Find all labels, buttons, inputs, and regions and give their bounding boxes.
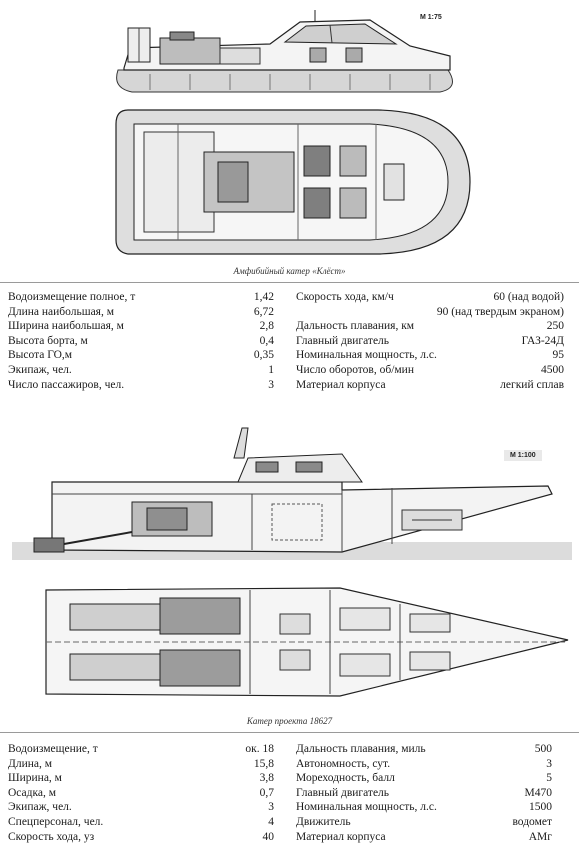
spec-label: Высота ГО,м [8,349,73,362]
spec-row: Длина наибольшая, м 6,72 [8,305,274,320]
spec-row: Экипаж, чел. 1 [8,363,274,378]
spec-label: Высота борта, м [8,334,88,347]
hovercraft-plan-view [115,109,471,255]
spec-label: Дальность плавания, км [296,320,415,333]
spec-value: 95 [552,349,565,362]
spec-value: 250 [546,320,565,333]
spec-label: Скорость хода, км/ч [296,291,394,303]
spec-row: Число оборотов, об/мин 4500 [296,363,564,378]
spec-row: Скорость хода, км/ч 60 (над водой) [296,290,564,305]
caption-vessel-2: Катер проекта 18627 [246,716,333,726]
spec-label: Число пассажиров, чел. [8,378,125,391]
spec-row: Экипаж, чел. 3 [8,800,274,815]
spec-label: Ширина наибольшая, м [8,320,124,333]
spec-row: Материал корпуса легкий сплав [296,378,564,393]
spec-label: Главный двигатель [296,334,390,347]
spec-value: 1500 [529,801,552,814]
spec-value: 500 [534,743,552,755]
spec-row: Мореходность, балл 5 [296,771,552,786]
spec-label: Номинальная мощность, л.с. [296,349,437,362]
spec-label [296,305,437,320]
spec-value: М470 [524,786,552,799]
spec-label: Дальность плавания, миль [296,743,426,755]
spec-row: Скорость хода, уз 40 [8,830,274,845]
spec-row: Высота борта, м 0,4 [8,334,274,349]
spec-label: Номинальная мощность, л.с. [296,801,437,814]
spec-value: 2,8 [259,320,274,333]
spec-row: Высота ГО,м 0,35 [8,348,274,363]
spec-value: АМг [528,830,552,843]
spec-value: 60 (над водой) [493,291,565,303]
spec-row: Главный двигатель М470 [296,786,552,801]
spec-row: Дальность плавания, миль 500 [296,742,552,757]
spec-row: Дальность плавания, км 250 [296,319,564,334]
scale-label-2: М 1:100 [504,450,542,461]
spec-label: Движитель [296,815,351,828]
spec-value: 40 [262,830,275,843]
spec-row: Длина, м 15,8 [8,757,274,772]
spec-row: Осадка, м 0,7 [8,786,274,801]
spec-value: 3,8 [259,772,274,785]
spec-label: Длина, м [8,757,53,770]
spec-label: Экипаж, чел. [8,801,72,814]
spec-value: 6,72 [253,305,274,318]
spec-label: Число оборотов, об/мин [296,363,414,376]
spec-value: 5 [546,772,552,785]
spec-row: Номинальная мощность, л.с. 1500 [296,800,552,815]
spec-value: 15,8 [253,757,274,770]
patrol-boat-side-view [12,427,572,560]
spec-label: Спецперсонал, чел. [8,815,104,828]
caption-vessel-1: Амфибийный катер «Клёст» [233,266,346,276]
spec-value: 3 [268,801,274,814]
spec-value: 0,35 [253,349,274,362]
spec-value: 90 (над твердым экраном) [436,305,565,318]
patrol-boat-plan-view [45,587,569,697]
scale-label-1: М 1:75 [420,14,442,21]
spec-value: ок. 18 [245,743,274,755]
spec-label: Материал корпуса [296,830,386,843]
spec-divider-1 [0,282,579,283]
spec-label: Материал корпуса [296,378,386,391]
spec-value: 1,42 [253,291,274,303]
spec-value: 0,7 [259,786,274,799]
spec-label: Автономность, сут. [296,757,391,770]
spec-label: Мореходность, балл [296,772,395,785]
spec-label: Экипаж, чел. [8,363,72,376]
spec-value: 4 [268,815,274,828]
spec-label: Ширина, м [8,772,62,785]
spec-row: Водоизмещение, т ок. 18 [8,742,274,757]
spec-value: водомет [512,815,552,828]
spec-row: Ширина наибольшая, м 2,8 [8,319,274,334]
spec-row: Номинальная мощность, л.с. 95 [296,348,564,363]
spec-label: Осадка, м [8,786,57,799]
spec-row: 90 (над твердым экраном) [296,305,564,320]
spec-value: ГАЗ-24Д [521,334,565,347]
spec-row: Число пассажиров, чел. 3 [8,378,274,393]
spec-label: Водоизмещение полное, т [8,291,136,303]
spec-table-vessel-1-right: Скорость хода, км/ч 60 (над водой) 90 (над… [296,290,564,392]
spec-divider-2 [0,732,579,733]
spec-label: Водоизмещение, т [8,743,98,755]
spec-value: легкий сплав [500,378,565,391]
spec-row: Движитель водомет [296,815,552,830]
spec-row: Материал корпуса АМг [296,830,552,845]
spec-row: Водоизмещение полное, т 1,42 [8,290,274,305]
spec-label: Длина наибольшая, м [8,305,114,318]
spec-value: 1 [268,363,274,376]
spec-row: Главный двигатель ГАЗ-24Д [296,334,564,349]
spec-value: 0,4 [259,334,274,347]
spec-label: Главный двигатель [296,786,390,799]
spec-label: Скорость хода, уз [8,830,95,843]
spec-value: 4500 [541,363,565,376]
spec-value: 3 [268,378,274,391]
spec-row: Автономность, сут. 3 [296,757,552,772]
hovercraft-side-view [116,10,453,93]
spec-row: Ширина, м 3,8 [8,771,274,786]
spec-value: 3 [546,757,552,770]
spec-row: Спецперсонал, чел. 4 [8,815,274,830]
